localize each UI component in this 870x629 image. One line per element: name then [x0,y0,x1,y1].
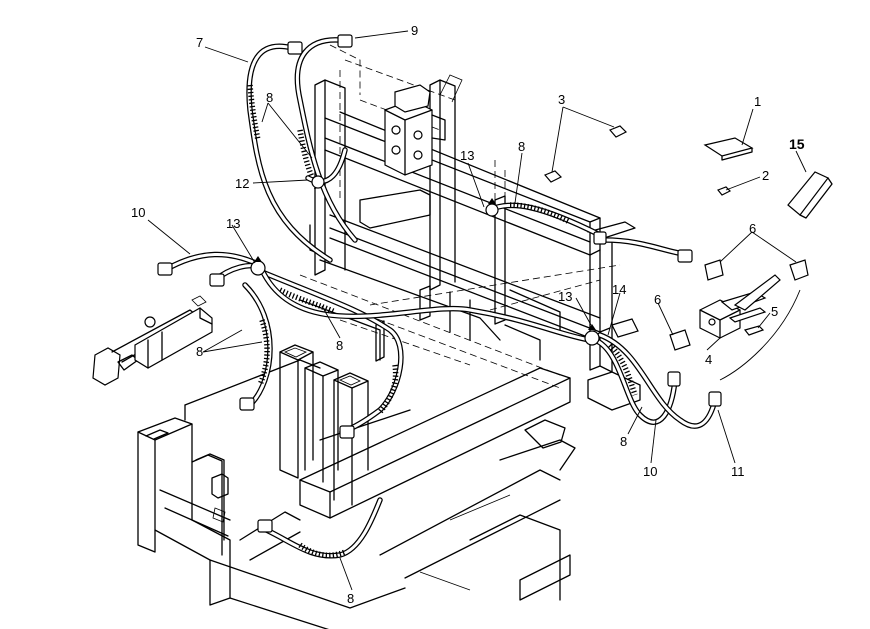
lever-valve-block [543,125,833,351]
callout-9: 9 [411,23,418,38]
valve-block [384,74,463,176]
callout-10-left: 10 [131,205,145,220]
upper-frame [299,79,641,411]
callout-10-right: 10 [643,464,657,479]
leader-lines [147,30,807,591]
callout-1: 1 [754,94,761,109]
callout-8-right: 8 [620,434,627,449]
callout-3: 3 [558,92,565,107]
callout-15: 15 [789,136,805,152]
machine-base-frame [137,359,406,629]
callout-11: 11 [731,464,745,479]
callout-13-top: 13 [460,148,474,163]
callout-8-bottom: 8 [347,591,354,606]
callout-14: 14 [612,282,626,297]
fittings [157,34,722,533]
callout-8-top-center: 8 [518,139,525,154]
callout-12: 12 [235,176,249,191]
callout-labels: 1 2 3 4 5 6 6 7 8 8 8 8 8 8 9 10 10 11 1… [131,23,805,606]
callout-7: 7 [196,35,203,50]
lower-beam [299,367,576,601]
callout-8-center: 8 [336,338,343,353]
callout-13-right: 13 [558,289,572,304]
callout-13-left: 13 [226,216,240,231]
hydraulic-cylinder [92,295,213,386]
callout-8-top-left: 8 [266,90,273,105]
callout-4: 4 [705,352,712,367]
vertical-posts [279,344,411,506]
callout-8-left: 8 [196,344,203,359]
callout-6-lower: 6 [654,292,661,307]
callout-6-upper: 6 [749,221,756,236]
callout-2: 2 [762,168,769,183]
callout-5: 5 [771,304,778,319]
